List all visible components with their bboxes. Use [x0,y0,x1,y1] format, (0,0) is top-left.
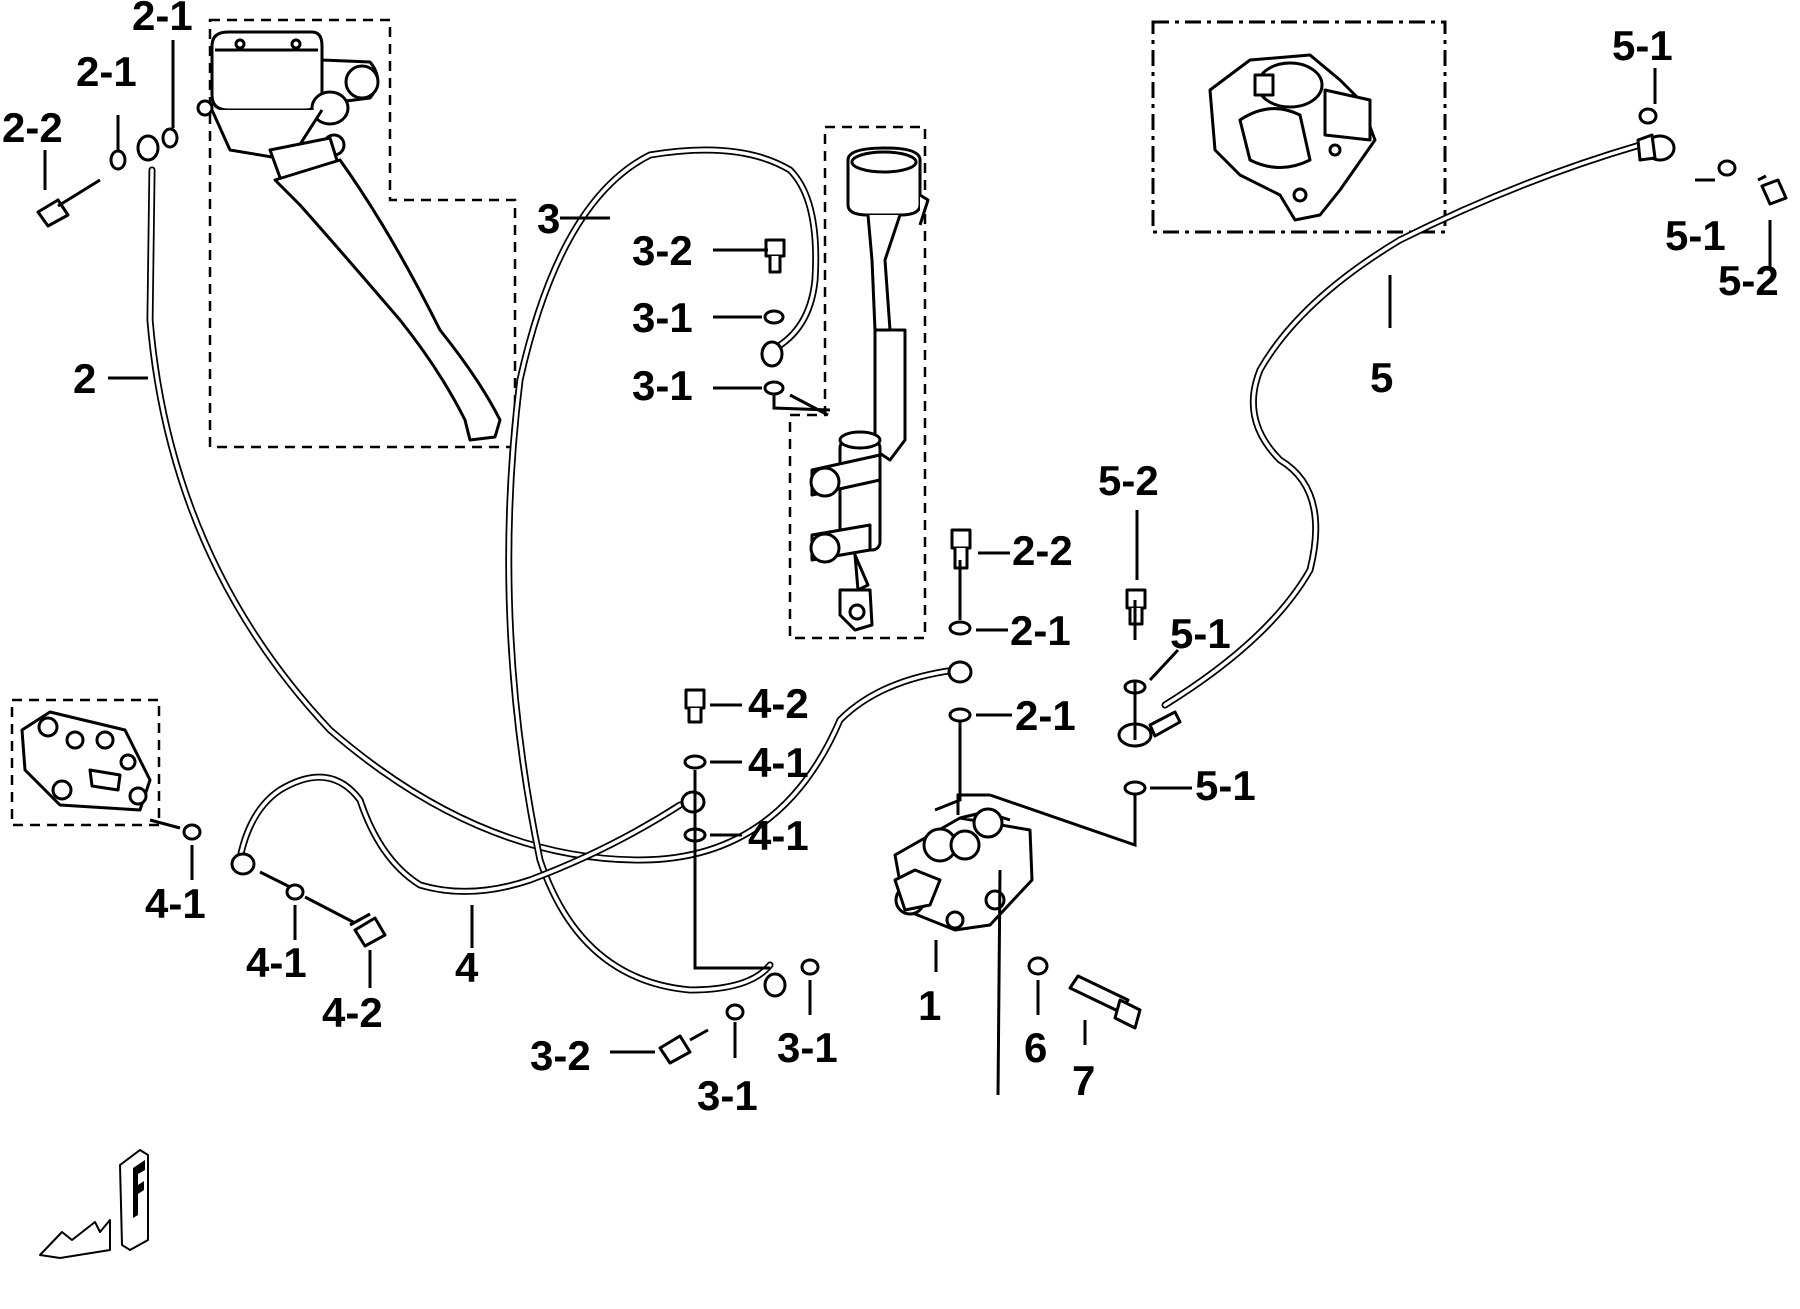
long-bolt-7 [1068,974,1130,1014]
brake-caliper [1208,53,1377,222]
front-master-cylinder [196,30,380,185]
label-1: 1 [918,982,941,1029]
label-2-2-left: 2-2 [2,104,63,151]
label-2-1-mid-lower: 2-1 [1015,692,1076,739]
rear-master-cylinder [809,146,930,632]
label-3-1-upper: 3-1 [632,294,693,341]
caliper-inset-outline [1151,20,1447,234]
label-5-1-top: 5-1 [1612,22,1673,69]
proportioning-valve-inset [20,710,152,812]
label-5: 5 [1370,354,1393,401]
label-2-1-left: 2-1 [76,48,137,95]
brake-hose-4 [236,773,684,895]
leader-lines [43,40,1772,1096]
label-5-1-lower: 5-1 [1195,762,1256,809]
label-3-1-bottom-right: 3-1 [777,1024,838,1071]
label-5-1-right: 5-1 [1665,212,1726,259]
master-cylinder-inset-outline [208,18,517,449]
label-5-2-right: 5-2 [1718,257,1779,304]
label-3-1-bottom: 3-1 [697,1072,758,1119]
label-4-2-top: 4-2 [748,680,809,727]
label-5-1-mid: 5-1 [1170,610,1231,657]
label-5-2-mid: 5-2 [1098,457,1159,504]
label-3: 3 [537,195,560,242]
label-4-1-left: 4-1 [145,880,206,927]
label-2-1-top: 2-1 [132,0,193,39]
label-3-2-bottom: 3-2 [530,1032,591,1079]
label-7: 7 [1072,1057,1095,1104]
brake-hose-5 [1161,141,1644,709]
label-4: 4 [455,944,479,991]
label-4-1-lower: 4-1 [748,812,809,859]
label-4-1-upper: 4-1 [748,739,809,786]
label-6: 6 [1024,1024,1047,1071]
front-arrow-F-icon [39,1149,149,1259]
label-4-2-bottom: 4-2 [322,989,383,1036]
brake-joint-block [893,807,1034,932]
label-3-2-top: 3-2 [632,227,693,274]
label-2-1-mid-upper: 2-1 [1010,607,1071,654]
banjo-bolts [36,174,1788,1065]
brake-hose-3 [505,146,820,994]
front-brake-lever [273,158,502,442]
proportioning-valve-inset-outline [10,698,161,827]
label-4-1-bottom: 4-1 [246,939,307,986]
label-3-1-lower: 3-1 [632,362,693,409]
label-2: 2 [73,355,96,402]
label-2-2-mid: 2-2 [1012,527,1073,574]
